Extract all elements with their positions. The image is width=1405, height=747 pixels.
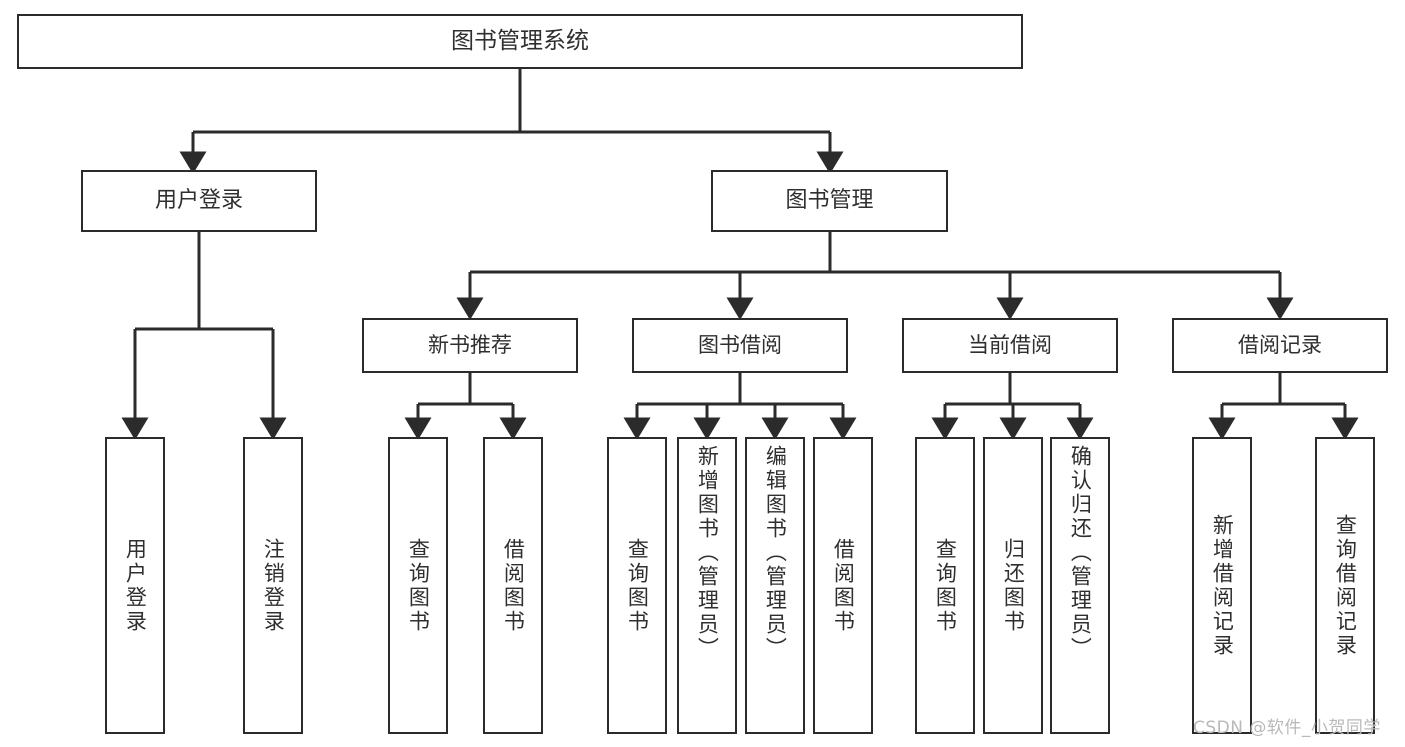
leaf-query-book-borrow[interactable]: 查询图书 [607, 437, 667, 734]
user-login-to-leaves-connectors [121, 232, 287, 440]
node-borrow-record[interactable]: 借阅记录 [1172, 318, 1388, 373]
current-borrow-to-leaves-connectors [931, 373, 1094, 440]
leaf-add-book-admin[interactable]: 新增图书（管理员） [677, 437, 737, 734]
node-new-book-recommend[interactable]: 新书推荐 [362, 318, 578, 373]
root-to-level1-connectors [179, 69, 844, 174]
node-user-login-label: 用户登录 [154, 188, 243, 214]
leaf-query-borrow-record-label: 查询借阅记录 [1333, 513, 1358, 658]
node-book-management-label: 图书管理 [785, 188, 874, 214]
leaf-confirm-return-admin-label: 确认归还（管理员） [1068, 445, 1093, 661]
node-user-login[interactable]: 用户登录 [81, 170, 317, 232]
node-current-borrow[interactable]: 当前借阅 [902, 318, 1118, 373]
node-current-borrow-label: 当前借阅 [968, 333, 1052, 358]
leaf-logout-label: 注销登录 [261, 537, 286, 634]
leaf-add-borrow-record[interactable]: 新增借阅记录 [1192, 437, 1252, 734]
leaf-borrow-book[interactable]: 借阅图书 [813, 437, 873, 734]
node-book-borrow-label: 图书借阅 [698, 333, 782, 358]
leaf-query-book-current[interactable]: 查询图书 [915, 437, 975, 734]
leaf-add-book-admin-label: 新增图书（管理员） [695, 445, 720, 661]
leaf-query-book-current-label: 查询图书 [933, 537, 958, 634]
leaf-query-book-recommend[interactable]: 查询图书 [388, 437, 448, 734]
leaf-user-login-label: 用户登录 [123, 537, 148, 634]
leaf-borrow-book-label: 借阅图书 [831, 537, 856, 634]
leaf-user-login[interactable]: 用户登录 [105, 437, 165, 734]
node-root-label: 图书管理系统 [451, 28, 589, 55]
borrow-record-to-leaves-connectors [1208, 373, 1359, 440]
new-book-to-leaves-connectors [404, 373, 527, 440]
leaf-edit-book-admin-label: 编辑图书（管理员） [763, 445, 788, 661]
leaf-return-book[interactable]: 归还图书 [983, 437, 1043, 734]
node-book-borrow[interactable]: 图书借阅 [632, 318, 848, 373]
book-management-to-level2-connectors [456, 232, 1294, 320]
book-borrow-to-leaves-connectors [623, 373, 857, 440]
node-book-management[interactable]: 图书管理 [711, 170, 948, 232]
leaf-confirm-return-admin[interactable]: 确认归还（管理员） [1050, 437, 1110, 734]
leaf-borrow-book-recommend[interactable]: 借阅图书 [483, 437, 543, 734]
leaf-query-book-borrow-label: 查询图书 [625, 537, 650, 634]
leaf-borrow-book-recommend-label: 借阅图书 [501, 537, 526, 634]
node-borrow-record-label: 借阅记录 [1238, 333, 1322, 358]
leaf-return-book-label: 归还图书 [1001, 537, 1026, 634]
watermark: CSDN @软件_小贺同学 [1193, 718, 1381, 738]
leaf-query-book-recommend-label: 查询图书 [406, 537, 431, 634]
leaf-logout[interactable]: 注销登录 [243, 437, 303, 734]
node-new-book-recommend-label: 新书推荐 [428, 333, 512, 358]
node-root[interactable]: 图书管理系统 [17, 14, 1023, 69]
leaf-edit-book-admin[interactable]: 编辑图书（管理员） [745, 437, 805, 734]
leaf-add-borrow-record-label: 新增借阅记录 [1210, 513, 1235, 658]
leaf-query-borrow-record[interactable]: 查询借阅记录 [1315, 437, 1375, 734]
